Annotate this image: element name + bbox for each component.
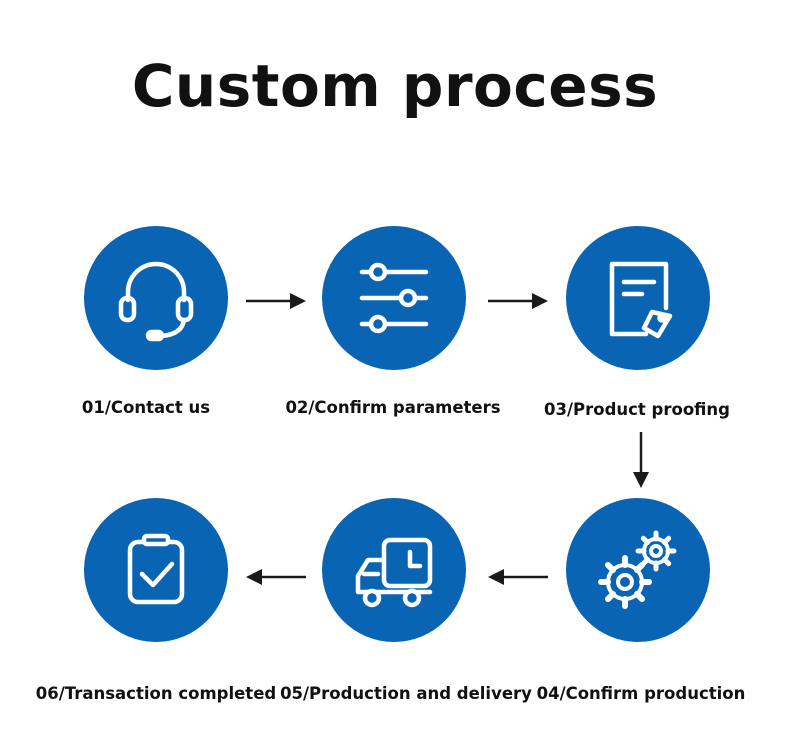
clipboard-check-icon <box>127 533 185 605</box>
step-1-label: 01/Contact us <box>81 398 211 417</box>
step-2-circle <box>322 226 466 370</box>
arrow-left-icon <box>488 569 548 585</box>
step-5-label: 05/Production and delivery <box>280 684 532 703</box>
arrow-left-icon <box>246 569 306 585</box>
arrow-down-icon <box>633 432 649 488</box>
step-2-label: 02/Confirm parameters <box>285 398 501 417</box>
headset-icon <box>118 261 194 342</box>
step-4-circle <box>566 498 710 642</box>
step-1-circle <box>84 226 228 370</box>
arrow-right-icon <box>488 293 548 309</box>
page-title: Custom process <box>131 52 659 120</box>
step-3-circle <box>566 226 710 370</box>
step-3-label: 03/Product proofing <box>544 400 730 419</box>
gears-icon <box>598 530 677 609</box>
sliders-icon <box>359 262 429 334</box>
document-tag-icon <box>609 261 673 339</box>
delivery-truck-icon <box>355 537 433 608</box>
step-4-label: 04/Confirm production <box>536 684 746 703</box>
step-6-circle <box>84 498 228 642</box>
step-5-circle <box>322 498 466 642</box>
arrow-right-icon <box>246 293 306 309</box>
step-6-label: 06/Transaction completed <box>35 684 277 703</box>
